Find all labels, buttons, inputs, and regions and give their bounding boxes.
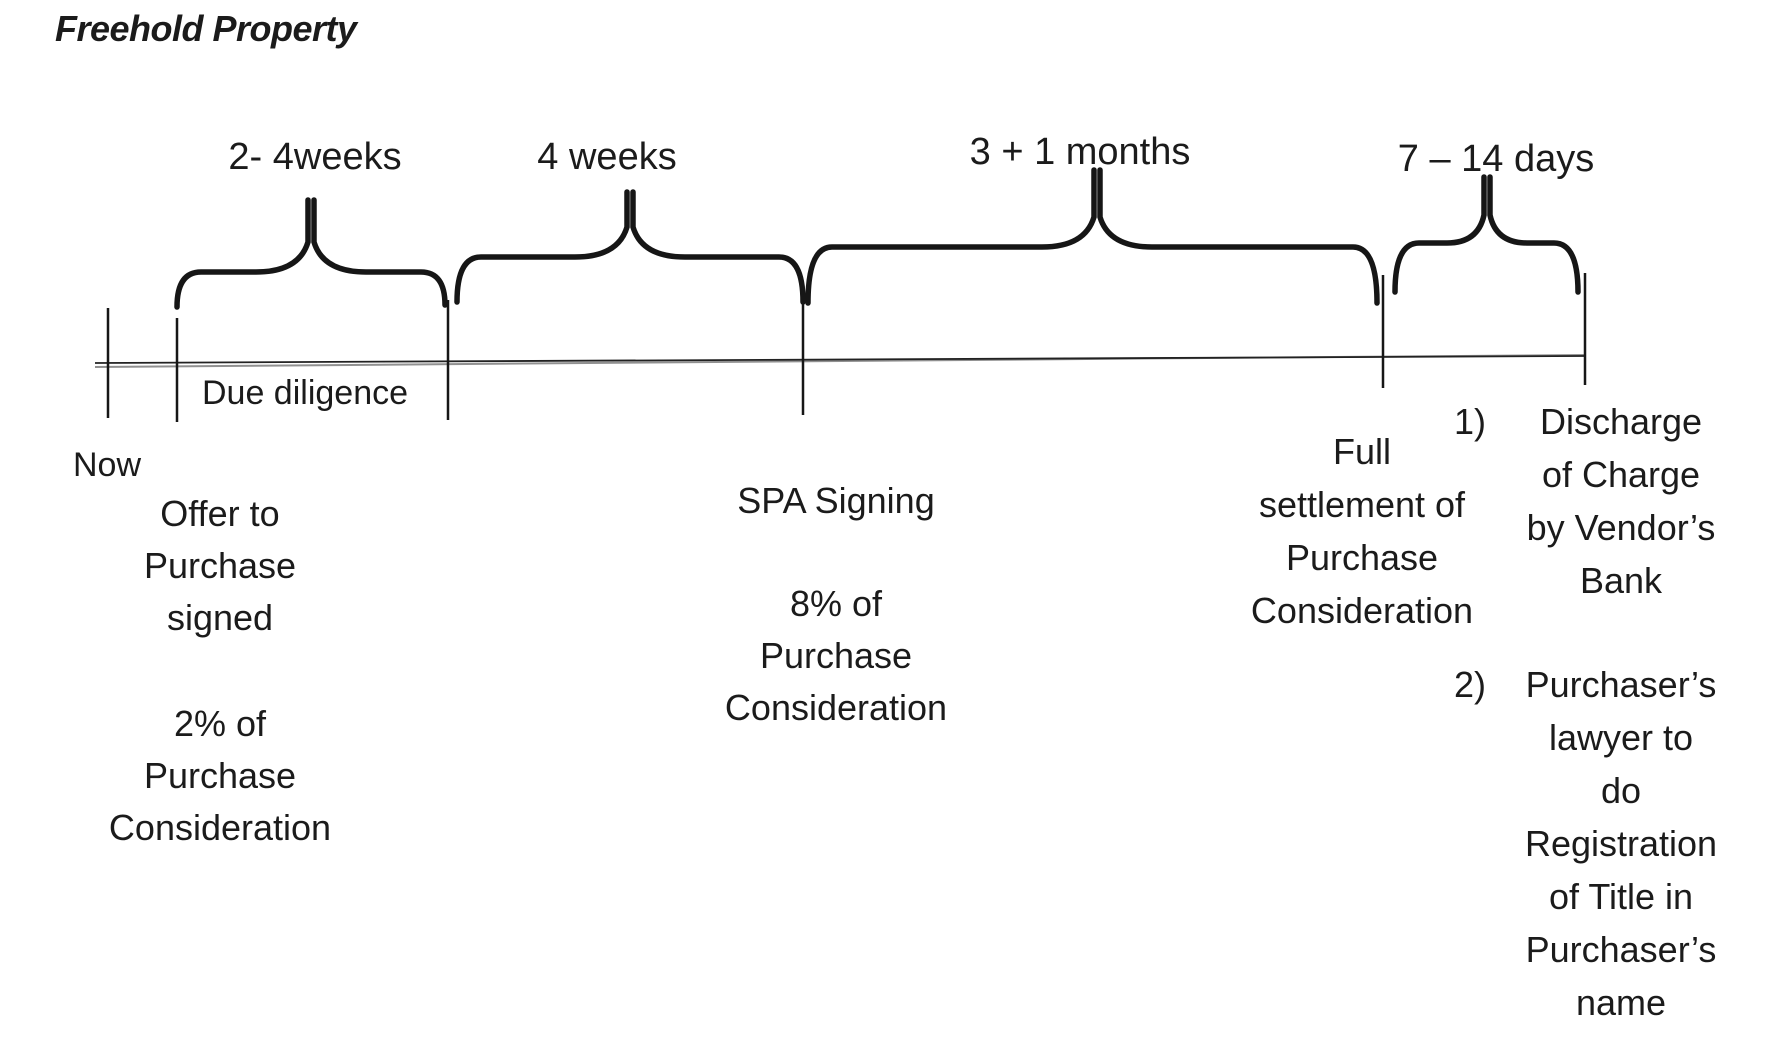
milestone-full-settlement: Full settlement of Purchase Consideratio…	[1250, 431, 1474, 631]
timeline-axis	[94, 355, 1586, 364]
duration-label-completion: 7 – 14 days	[1397, 138, 1595, 180]
step-2-text: Purchaser’s lawyer to do Registration of…	[1524, 664, 1718, 1023]
step-1-text: Discharge of Charge by Vendor’s Bank	[1526, 401, 1716, 601]
step-1-number: 1)	[1453, 401, 1486, 442]
brace-due-diligence-period	[174, 197, 448, 310]
due-diligence-label: Due diligence	[201, 374, 409, 412]
milestone-spa-signing: SPA Signing	[737, 480, 935, 521]
brace-spa-period	[454, 189, 806, 305]
milestone-spa-payment: 8% of Purchase Consideration	[724, 583, 948, 728]
milestone-offer-payment: 2% of Purchase Consideration	[108, 703, 332, 848]
brace-completion-period	[1392, 174, 1581, 295]
duration-label-spa: 4 weeks	[537, 136, 677, 178]
now-label: Now	[72, 446, 142, 484]
milestone-offer-signed: Offer to Purchase signed	[143, 493, 297, 638]
brace-settlement-period	[805, 167, 1380, 306]
page-title: Freehold Property	[55, 8, 357, 49]
duration-label-settlement: 3 + 1 months	[969, 131, 1191, 173]
duration-label-due-diligence: 2- 4weeks	[228, 136, 402, 178]
step-2-number: 2)	[1453, 664, 1486, 705]
